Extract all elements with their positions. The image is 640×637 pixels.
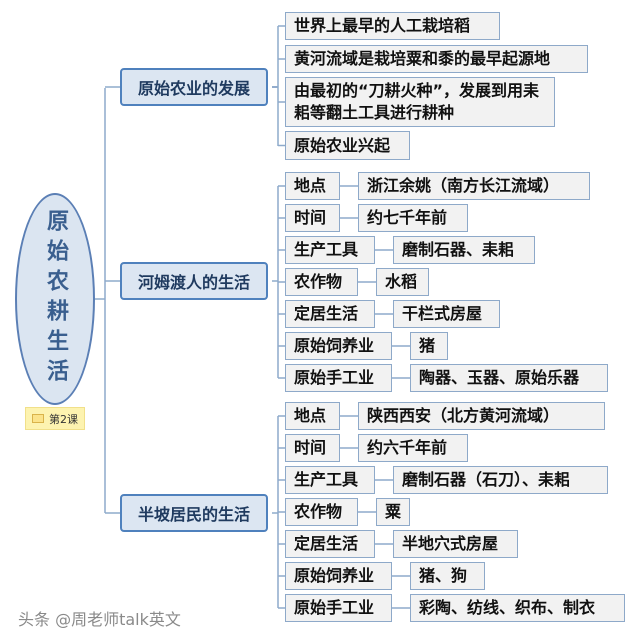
pair-value[interactable]: 彩陶、纺线、织布、制衣 [410,594,625,622]
pair-key[interactable]: 原始饲养业 [285,332,392,360]
node-text: 时间 [294,208,327,227]
node-text: 约七千年前 [367,208,448,227]
pair-key[interactable]: 原始手工业 [285,594,392,622]
pair-value[interactable]: 干栏式房屋 [393,300,500,328]
pair-key[interactable]: 地点 [285,402,340,430]
pair-value[interactable]: 水稻 [376,268,429,296]
node-text: 定居生活 [294,304,359,323]
branch-1[interactable]: 河姆渡人的生活 [120,262,268,300]
node-text: 陶器、玉器、原始乐器 [419,368,580,387]
node-text: 磨制石器（石刀）、耒耜 [402,470,571,489]
pair-key[interactable]: 时间 [285,434,340,462]
node-text: 原始饲养业 [294,566,375,585]
node-text: 约六千年前 [367,438,448,457]
node-text: 干栏式房屋 [402,304,483,323]
pair-value[interactable]: 约六千年前 [358,434,468,462]
node-text: 由最初的“刀耕火种”，发展到用耒耜等翻土工具进行耕种 [294,81,540,122]
node-text: 磨制石器、耒耜 [402,240,515,259]
pair-key[interactable]: 时间 [285,204,340,232]
pair-value[interactable]: 粟 [376,498,411,526]
node-text: 半地穴式房屋 [402,534,499,553]
pair-key[interactable]: 原始手工业 [285,364,392,392]
node-text: 粟 [385,502,402,521]
pair-key[interactable]: 农作物 [285,268,358,296]
branch-0-item[interactable]: 世界上最早的人工栽培稻 [285,12,500,40]
pair-value[interactable]: 猪 [410,332,448,360]
node-text: 陕西西安（北方黄河流域） [367,406,560,425]
node-text: 生产工具 [294,470,359,489]
node-text: 原始农业的发展 [137,79,250,98]
node-text: 农作物 [294,272,343,291]
pair-value[interactable]: 陕西西安（北方黄河流域） [358,402,605,430]
node-text: 原始手工业 [294,368,375,387]
node-text: 原始农业兴起 [294,135,391,155]
branch-0-item[interactable]: 原始农业兴起 [285,131,410,160]
note-icon [32,414,44,423]
pair-value[interactable]: 磨制石器（石刀）、耒耜 [393,466,608,494]
pair-key[interactable]: 原始饲养业 [285,562,392,590]
pair-value[interactable]: 猪、狗 [410,562,485,590]
pair-key[interactable]: 生产工具 [285,236,375,264]
node-text: 世界上最早的人工栽培稻 [294,16,471,35]
root-topic[interactable]: 原始农耕生活 [15,193,95,405]
node-text: 彩陶、纺线、织布、制衣 [419,598,596,617]
node-text: 地点 [294,176,327,195]
pair-value[interactable]: 陶器、玉器、原始乐器 [410,364,608,392]
pair-key[interactable]: 农作物 [285,498,358,526]
watermark: 头条 @周老师talk英文 [18,610,181,629]
pair-key[interactable]: 生产工具 [285,466,375,494]
node-text: 猪、狗 [419,566,468,585]
node-text: 水稻 [385,272,418,291]
node-text: 猪 [419,336,436,355]
node-text: 河姆渡人的生活 [137,273,250,292]
connector [272,86,285,147]
node-text: 半坡居民的生活 [137,505,250,524]
pair-value[interactable]: 浙江余姚（南方长江流域） [358,172,590,200]
node-text: 原始饲养业 [294,336,375,355]
pair-value[interactable]: 磨制石器、耒耜 [393,236,535,264]
node-text: 浙江余姚（南方长江流域） [367,176,560,195]
branch-2[interactable]: 半坡居民的生活 [120,494,268,532]
branch-0[interactable]: 原始农业的发展 [120,68,268,106]
lesson-badge: 第2课 [25,407,85,430]
pair-value[interactable]: 半地穴式房屋 [393,530,518,558]
pair-key[interactable]: 定居生活 [285,300,375,328]
node-text: 生产工具 [294,240,359,259]
pair-value[interactable]: 约七千年前 [358,204,468,232]
node-text: 时间 [294,438,327,457]
node-text: 原始手工业 [294,598,375,617]
branch-0-item[interactable]: 由最初的“刀耕火种”，发展到用耒耜等翻土工具进行耕种 [285,77,555,127]
node-text: 黄河流域是栽培粟和黍的最早起源地 [294,49,551,68]
node-text: 农作物 [294,502,343,521]
branch-0-item[interactable]: 黄河流域是栽培粟和黍的最早起源地 [285,45,588,73]
node-text: 地点 [294,406,327,425]
pair-key[interactable]: 定居生活 [285,530,375,558]
pair-key[interactable]: 地点 [285,172,340,200]
node-text: 定居生活 [294,534,359,553]
